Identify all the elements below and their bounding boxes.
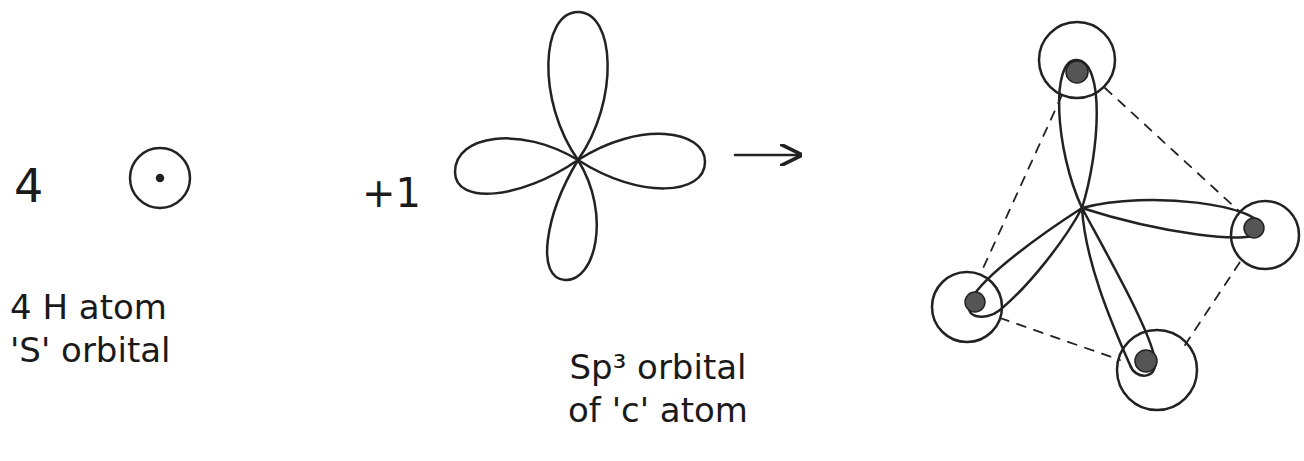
- s-orbital: [130, 148, 190, 208]
- reactant-label: 4 H atom 'S' orbital: [10, 286, 205, 371]
- coefficient-label: +1: [362, 168, 421, 218]
- count-number: 4: [14, 158, 43, 216]
- reaction-arrow: [735, 154, 800, 157]
- sp3-orbital: [455, 12, 705, 280]
- reactant-label: Sp³ orbital of 'c' atom: [553, 346, 763, 431]
- methane-molecule: [932, 22, 1299, 410]
